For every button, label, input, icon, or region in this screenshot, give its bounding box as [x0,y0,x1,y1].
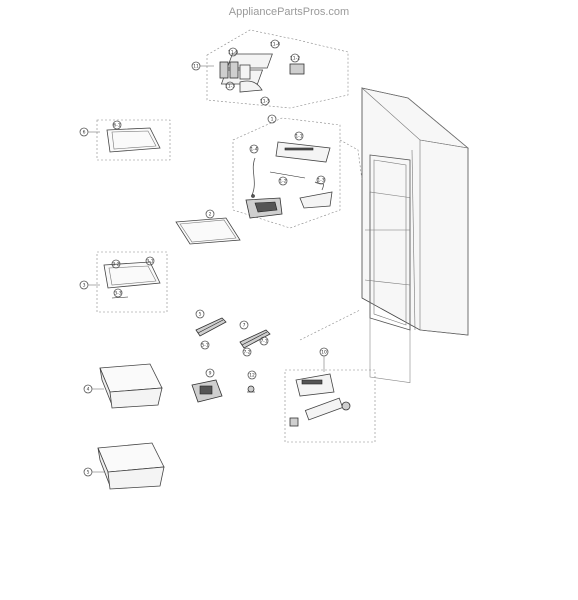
callout-11-4: 11-4 [270,39,280,49]
callout-9: 9 [205,368,215,378]
svg-text:5-1: 5-1 [201,343,208,349]
svg-text:11-2: 11-2 [290,56,300,62]
assembly-5-rail [195,317,227,337]
svg-text:2: 2 [209,212,212,218]
callout-11-6: 11-6 [228,47,238,57]
assembly-11 [206,29,349,109]
svg-text:11-5: 11-5 [260,99,270,105]
svg-text:6: 6 [83,130,86,136]
assembly-7-rail [239,329,271,349]
callout-11: 11 [191,61,214,71]
callout-1-2: 1-2 [278,176,288,186]
callout-1: 1 [267,114,277,124]
svg-text:1-1: 1-1 [295,134,302,140]
svg-text:1-2: 1-2 [279,179,286,185]
svg-text:6-1: 6-1 [113,123,120,129]
part-9 [191,379,223,403]
svg-text:11-6: 11-6 [228,50,238,56]
watermark: AppliancePartsPros.com [228,6,350,18]
callout-6-1: 6-1 [112,120,122,130]
callout-5-drawer: 5 [83,467,104,477]
callout-5-1: 5-1 [200,340,210,350]
svg-text:10: 10 [321,350,327,356]
assembly-6 [96,119,171,161]
svg-text:11: 11 [193,64,199,70]
callout-11-5: 11-5 [260,96,270,106]
svg-text:5: 5 [87,470,90,476]
svg-text:7-2: 7-2 [243,350,250,356]
callout-1-1: 1-1 [294,131,304,141]
callout-3-2: 3-2 [111,259,121,269]
callout-11-2: 11-2 [290,53,300,63]
svg-text:4: 4 [87,387,90,393]
callout-7: 7 [239,320,249,330]
svg-text:1-3: 1-3 [317,178,324,184]
assembly-10-filter [284,369,376,443]
svg-text:9: 9 [209,371,212,377]
callout-1-4: 1-4 [249,144,259,154]
svg-text:3-1: 3-1 [146,259,153,265]
callout-2: 2 [205,209,215,219]
part-5-drawer [97,442,165,490]
svg-text:1: 1 [271,117,274,123]
part-2 [175,217,241,245]
callout-11-3: 11-3 [225,81,235,91]
callout-4: 4 [83,384,104,394]
callout-5-rail: 5 [195,309,205,319]
callout-7-1: 7-1 [259,336,269,346]
part-12 [247,385,255,393]
callout-3-3: 3-3 [113,288,123,298]
svg-text:7: 7 [243,323,246,329]
svg-text:7-1: 7-1 [260,339,267,345]
callout-10: 10 [319,347,329,372]
callout-6: 6 [79,127,100,137]
callout-3: 3 [79,280,100,290]
svg-text:11-3: 11-3 [225,84,235,90]
svg-text:5: 5 [199,312,202,318]
callout-1-3: 1-3 [316,175,326,185]
svg-text:11-4: 11-4 [270,42,280,48]
refrigerator-cabinet [299,87,470,383]
assembly-1 [232,117,341,229]
svg-text:3-2: 3-2 [112,262,119,268]
svg-text:12: 12 [249,373,255,379]
svg-text:3-3: 3-3 [114,291,121,297]
part-4-drawer [99,363,163,409]
svg-text:3: 3 [83,283,86,289]
callout-12: 12 [247,370,257,380]
callout-3-1: 3-1 [145,256,155,266]
assembly-3 [96,251,168,313]
callout-7-2: 7-2 [242,347,252,357]
svg-text:1-4: 1-4 [250,147,257,153]
